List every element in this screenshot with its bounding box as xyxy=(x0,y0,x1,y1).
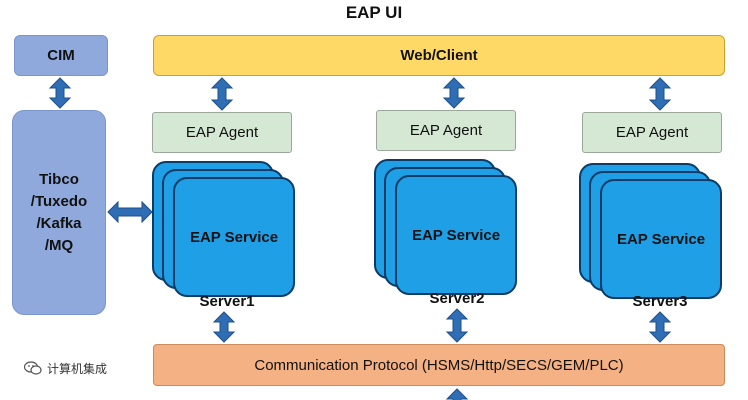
server-1-label: Server1 xyxy=(199,292,255,310)
eap-service-3: EAP Service xyxy=(600,179,722,299)
eap-service-1: EAP Service xyxy=(173,177,295,297)
eap-agent-3: EAP Agent xyxy=(582,112,722,153)
server-3-label: Server3 xyxy=(632,292,688,310)
eap-agent-2: EAP Agent xyxy=(376,110,516,151)
eap-service-label: EAP Service xyxy=(411,226,501,244)
watermark-text: 计算机集成 xyxy=(47,361,108,376)
middleware-line-1: Tibco xyxy=(39,170,79,188)
wechat-icon xyxy=(24,361,42,375)
eap-agent-label: EAP Agent xyxy=(185,124,259,141)
eap-service-2: EAP Service xyxy=(395,175,517,295)
web-agent-1-arrow xyxy=(210,77,234,111)
eap-service-label: EAP Service xyxy=(616,230,706,248)
middleware-line-3: /Kafka xyxy=(36,214,82,232)
web-agent-3-arrow xyxy=(648,77,672,111)
cim-box: CIM xyxy=(14,35,108,76)
web-agent-2-arrow xyxy=(442,77,466,109)
server-1-comm-arrow xyxy=(212,311,236,343)
cim-label: CIM xyxy=(47,47,75,64)
server-3-comm-arrow xyxy=(648,311,672,343)
communication-protocol-box: Communication Protocol (HSMS/Http/SECS/G… xyxy=(153,344,725,386)
eap-agent-label: EAP Agent xyxy=(409,122,483,139)
middleware-service-arrow xyxy=(107,200,153,224)
diagram-title: EAP UI xyxy=(345,3,403,22)
server-2-label: Server2 xyxy=(429,289,485,307)
cim-middleware-arrow xyxy=(48,77,72,109)
eap-service-label: EAP Service xyxy=(189,228,279,246)
eap-agent-label: EAP Agent xyxy=(615,124,689,141)
middleware-line-4: /MQ xyxy=(44,236,74,254)
middleware-box: Tibco /Tuxedo /Kafka /MQ xyxy=(12,110,106,315)
comm-bottom-arrow xyxy=(445,388,469,400)
communication-protocol-label: Communication Protocol (HSMS/Http/SECS/G… xyxy=(254,356,624,374)
server-2-comm-arrow xyxy=(445,308,469,343)
middleware-line-2: /Tuxedo xyxy=(30,192,88,210)
watermark: 计算机集成 xyxy=(24,358,154,378)
eap-agent-1: EAP Agent xyxy=(152,112,292,153)
web-client-box: Web/Client xyxy=(153,35,725,76)
web-client-label: Web/Client xyxy=(400,47,478,64)
